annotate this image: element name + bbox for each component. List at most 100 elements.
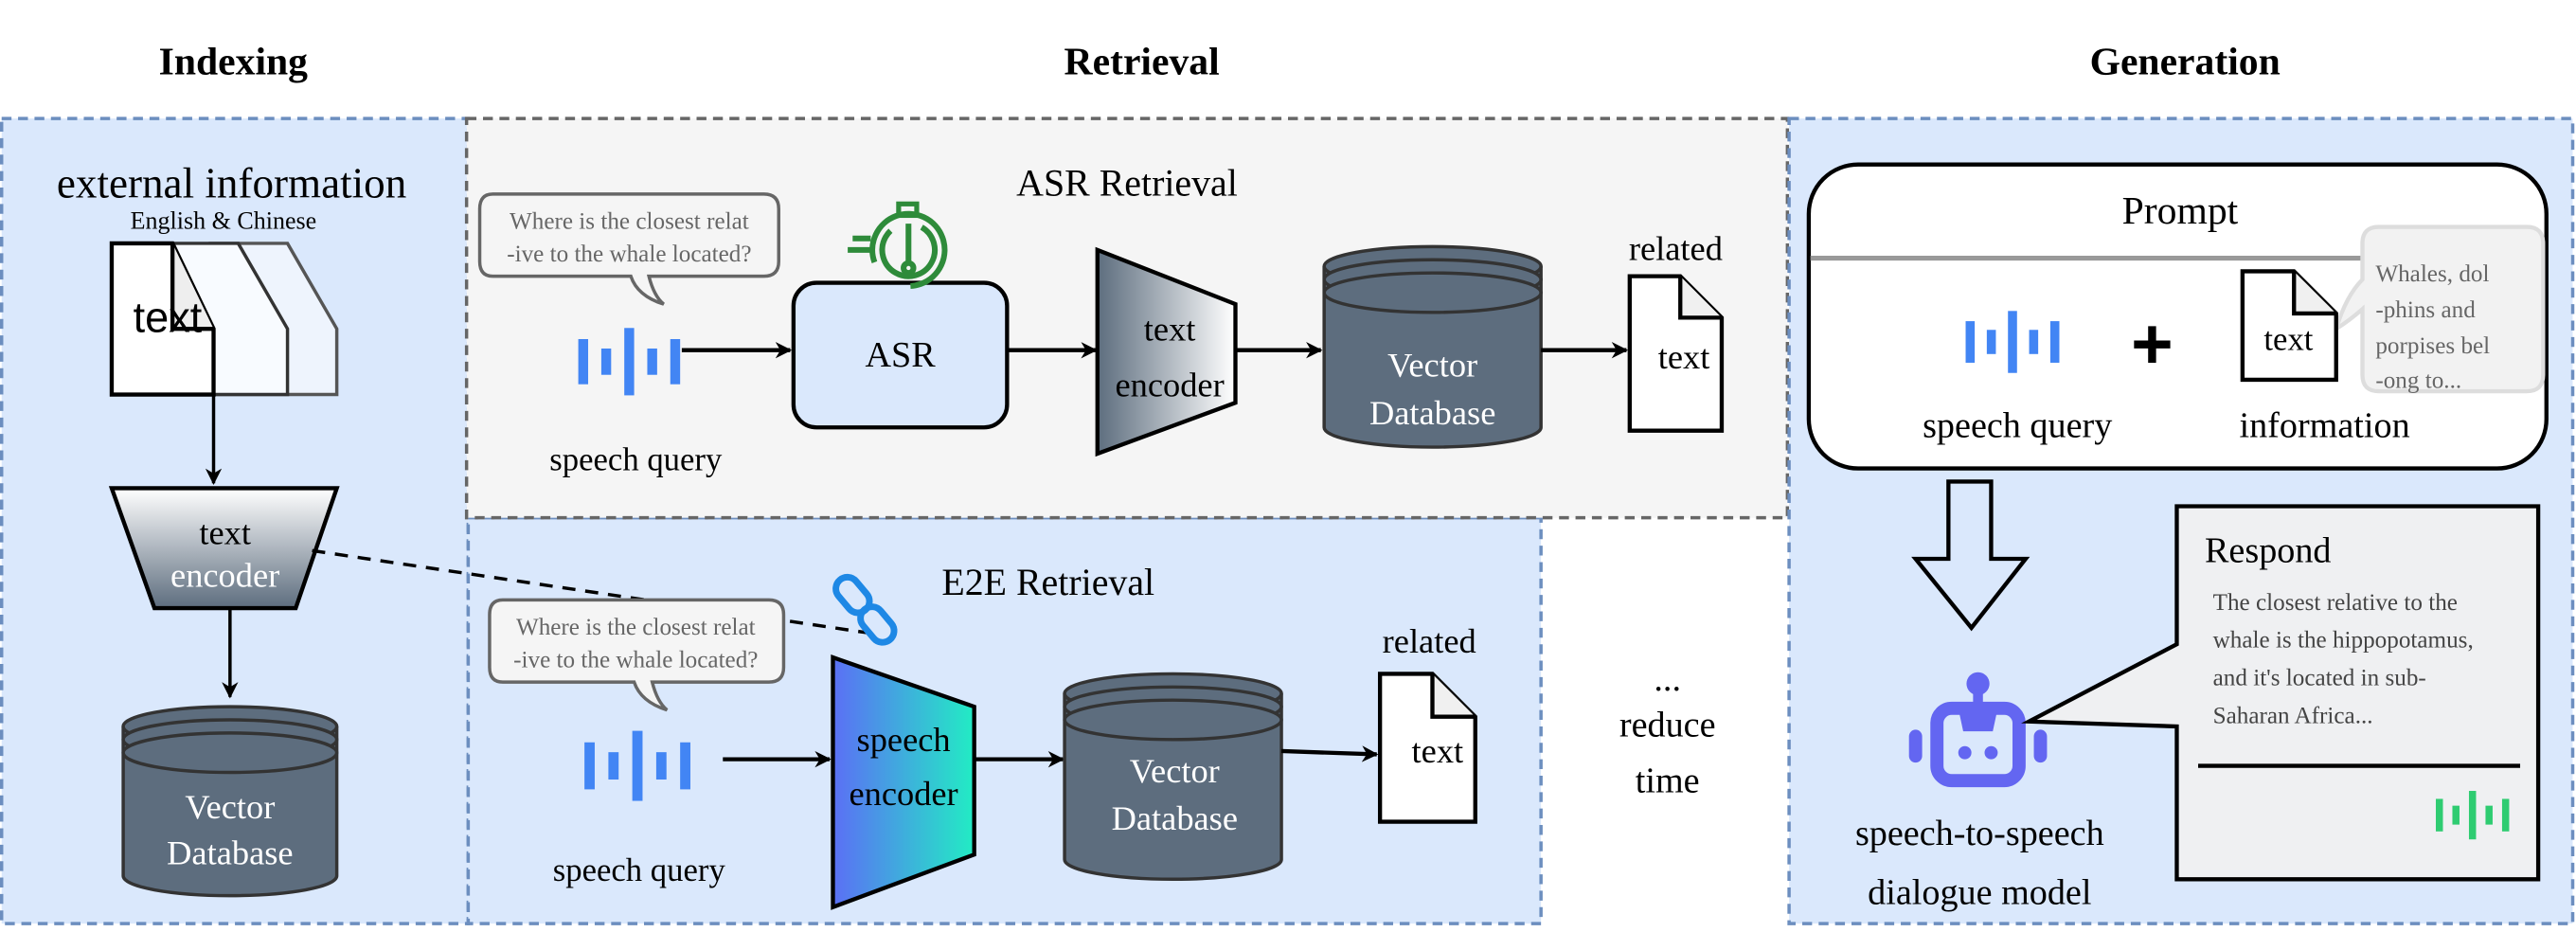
waveform-bar bbox=[2029, 330, 2039, 354]
plus-sign: + bbox=[2131, 304, 2174, 385]
related-label: related bbox=[1383, 622, 1476, 660]
doc-fold bbox=[2292, 271, 2336, 316]
cylinder-ring bbox=[121, 731, 339, 775]
waveform-bar bbox=[680, 742, 690, 790]
question-line-2: -ive to the whale located? bbox=[513, 648, 758, 673]
e2e-retrieval-panel bbox=[466, 515, 1543, 925]
asr-label: ASR bbox=[865, 335, 936, 375]
info-line: porpises bel bbox=[2375, 333, 2490, 359]
arrow bbox=[1280, 745, 1379, 762]
waveform-bar bbox=[600, 348, 612, 375]
cylinder-body bbox=[1322, 266, 1543, 449]
db-label-1: Vector bbox=[185, 788, 275, 826]
waveform-icon bbox=[578, 328, 681, 396]
document-stack-icon bbox=[109, 241, 339, 397]
encoder-label-2: encoder bbox=[1115, 366, 1224, 403]
waveform-bar bbox=[2435, 798, 2443, 832]
document-icon bbox=[2240, 269, 2338, 383]
respond-line: whale is the hippopotamus, bbox=[2213, 628, 2474, 654]
waveform-bar bbox=[584, 742, 595, 790]
asr-retrieval-title: ASR Retrieval bbox=[1016, 162, 1238, 205]
respond-line: The closest relative to the bbox=[2213, 590, 2458, 616]
header-retrieval: Retrieval bbox=[1064, 40, 1220, 83]
prompt-title: Prompt bbox=[2122, 189, 2239, 233]
ellipsis: ... bbox=[1654, 659, 1681, 699]
waveform-icon bbox=[1965, 311, 2060, 373]
text-encoder-shape bbox=[108, 486, 340, 611]
waveform-bar bbox=[647, 348, 657, 375]
question-line-1: Where is the closest relat bbox=[516, 615, 756, 640]
respond-callout bbox=[2021, 504, 2541, 882]
waveform-icon bbox=[584, 730, 690, 801]
speech-query-label: speech query bbox=[553, 851, 726, 888]
info-line: -ong to... bbox=[2375, 368, 2461, 394]
database-icon bbox=[1322, 244, 1543, 449]
encoder-label-2: encoder bbox=[849, 775, 957, 813]
info-line: Whales, dol bbox=[2375, 261, 2489, 287]
encoder-label-1: text bbox=[199, 513, 251, 551]
waveform-bar bbox=[632, 730, 643, 801]
info-line: -phins and bbox=[2375, 297, 2476, 323]
waveform-bar bbox=[2008, 311, 2017, 373]
speech-encoder-shape bbox=[831, 654, 976, 910]
waveform-bar bbox=[2468, 791, 2477, 840]
db-label-2: Database bbox=[1369, 394, 1495, 432]
document-icon bbox=[1377, 672, 1477, 824]
header-indexing: Indexing bbox=[159, 40, 309, 83]
doc-label: text bbox=[134, 294, 203, 342]
waveform-icon bbox=[2435, 791, 2510, 840]
database-icon bbox=[1063, 672, 1283, 881]
cylinder-ring bbox=[1322, 271, 1543, 314]
db-label-1: Vector bbox=[1130, 752, 1220, 790]
waveform-bar bbox=[655, 752, 667, 780]
db-label-2: Database bbox=[1112, 799, 1238, 837]
asr-box bbox=[791, 280, 1010, 430]
waveform-bar bbox=[1965, 321, 1976, 363]
e2e-retrieval-title: E2E Retrieval bbox=[941, 561, 1154, 603]
waveform-bar bbox=[2452, 805, 2460, 825]
model-label-1: speech-to-speech bbox=[1855, 814, 2104, 853]
language-subtitle: English & Chinese bbox=[131, 206, 317, 234]
down-arrow-icon bbox=[1911, 479, 2030, 632]
doc-label: text bbox=[1412, 732, 1464, 770]
doc-label: text bbox=[1658, 338, 1710, 376]
waveform-bar bbox=[670, 338, 681, 385]
speech-query-label: speech query bbox=[549, 440, 723, 477]
reduce-label: reduce bbox=[1619, 705, 1716, 744]
waveform-bar bbox=[2049, 321, 2060, 363]
waveform-bar bbox=[608, 752, 619, 780]
cylinder-ring bbox=[1063, 698, 1283, 742]
database-icon bbox=[121, 705, 339, 898]
doc-label: text bbox=[2263, 321, 2313, 358]
information-label: information bbox=[2240, 406, 2410, 446]
encoder-label-2: encoder bbox=[170, 557, 279, 595]
info-bubble bbox=[2333, 224, 2546, 394]
respond-title: Respond bbox=[2205, 530, 2332, 570]
question-line-1: Where is the closest relat bbox=[510, 208, 749, 234]
question-line-2: -ive to the whale located? bbox=[507, 242, 751, 267]
waveform-bar bbox=[1986, 330, 1996, 354]
waveform-bar bbox=[2501, 798, 2510, 832]
external-information-title: external information bbox=[57, 159, 406, 206]
respond-line: Saharan Africa... bbox=[2213, 703, 2373, 728]
waveform-bar bbox=[624, 328, 635, 396]
time-label: time bbox=[1636, 761, 1700, 800]
waveform-bar bbox=[578, 338, 589, 385]
db-label-2: Database bbox=[167, 834, 293, 872]
question-bubble bbox=[488, 598, 786, 712]
link-icon bbox=[832, 573, 898, 646]
speech-query-label: speech query bbox=[1923, 406, 2112, 446]
header-generation: Generation bbox=[2090, 40, 2281, 83]
respond-line: and it's located in sub- bbox=[2213, 666, 2426, 691]
encoder-label-1: speech bbox=[857, 721, 951, 759]
robot-icon bbox=[1908, 672, 2048, 788]
stopwatch-icon bbox=[848, 201, 948, 290]
document-icon bbox=[1627, 274, 1725, 433]
db-label-1: Vector bbox=[1387, 346, 1477, 384]
text-encoder-shape bbox=[1095, 246, 1238, 457]
model-label-2: dialogue model bbox=[1868, 872, 2091, 912]
cylinder-body bbox=[1063, 693, 1283, 881]
encoder-label-1: text bbox=[1144, 310, 1196, 348]
related-label: related bbox=[1629, 229, 1723, 267]
